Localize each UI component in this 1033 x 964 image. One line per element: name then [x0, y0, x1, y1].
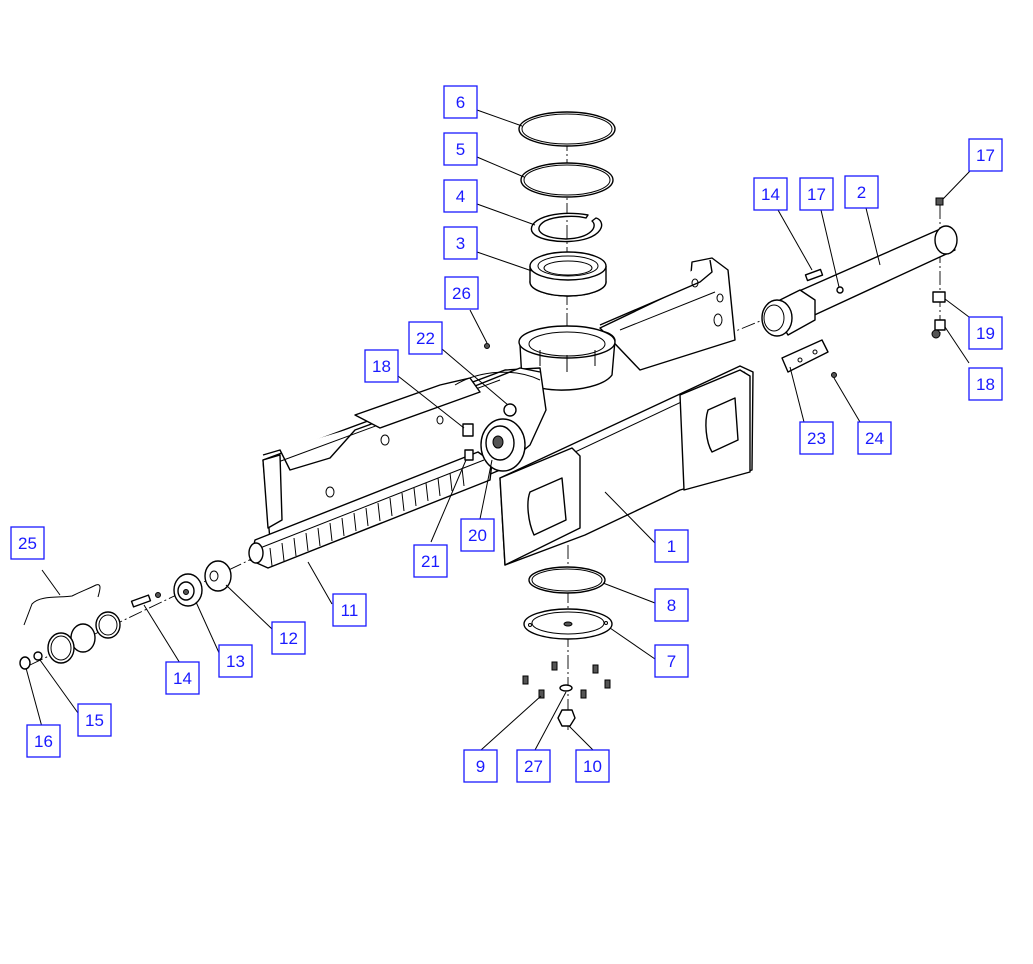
- callout-4-label: 4: [456, 187, 465, 206]
- bearing-3: [529, 251, 607, 297]
- callout-14-left: 14: [165, 661, 200, 695]
- bolt-14-left: [130, 592, 161, 608]
- callout-14-top-label: 14: [761, 185, 780, 204]
- seal-set-25: [47, 611, 121, 664]
- callout-9-label: 9: [476, 757, 485, 776]
- callout-6-label: 6: [456, 93, 465, 112]
- callout-24-label: 24: [865, 429, 884, 448]
- callout-17-right-label: 17: [976, 146, 995, 165]
- callout-12: 12: [271, 621, 306, 655]
- snap-ring-4: [530, 212, 603, 243]
- callout-7-label: 7: [667, 652, 676, 671]
- plug-17-right: [935, 197, 944, 206]
- callout-17-top-label: 17: [807, 185, 826, 204]
- callout-13: 13: [218, 644, 253, 678]
- callout-23: 23: [799, 421, 834, 455]
- tube-2: [761, 225, 958, 337]
- ring-16: [19, 656, 31, 670]
- ring-6: [518, 111, 616, 147]
- fitting-18-right: [931, 319, 946, 339]
- callout-19-label: 19: [976, 324, 995, 343]
- callout-6: 6: [443, 85, 478, 119]
- callout-27: 27: [516, 749, 551, 783]
- washer-27: [559, 684, 573, 692]
- callout-17-right: 17: [968, 138, 1003, 172]
- callout-14-left-label: 14: [173, 669, 192, 688]
- fitting-19: [932, 291, 946, 303]
- callout-7: 7: [654, 644, 689, 678]
- bracket-25: [23, 584, 101, 626]
- callout-23-label: 23: [807, 429, 826, 448]
- washer-15: [33, 651, 43, 661]
- fitting-18-left: [462, 423, 474, 461]
- callout-13-label: 13: [226, 652, 245, 671]
- bolts-9: [522, 661, 611, 699]
- callout-15-label: 15: [85, 711, 104, 730]
- callout-1: 1: [654, 529, 689, 563]
- callout-12-label: 12: [279, 629, 298, 648]
- disc-12: [204, 560, 232, 592]
- callout-16-label: 16: [34, 732, 53, 751]
- cover-7: [523, 608, 613, 640]
- ring-5: [520, 162, 614, 198]
- callout-18-left: 18: [364, 349, 399, 383]
- gear-13: [173, 573, 203, 607]
- rod-axis: [29, 554, 261, 666]
- callout-5: 5: [443, 132, 478, 166]
- callout-25-label: 25: [18, 534, 37, 553]
- leader-lines: [25, 109, 971, 751]
- rack-11: [248, 451, 493, 569]
- callout-4: 4: [443, 179, 478, 213]
- callout-21: 21: [413, 544, 448, 578]
- main-frame: [262, 257, 754, 566]
- callout-20-label: 20: [468, 526, 487, 545]
- callout-8-label: 8: [667, 596, 676, 615]
- callout-18-right: 18: [968, 367, 1003, 401]
- callout-22-label: 22: [416, 329, 435, 348]
- callout-2: 2: [844, 175, 879, 209]
- cover-plate-23: [781, 339, 829, 373]
- callout-18-right-label: 18: [976, 375, 995, 394]
- screw-24: [831, 372, 837, 378]
- callout-24: 24: [857, 421, 892, 455]
- callout-11: 11: [332, 593, 367, 627]
- callout-2-label: 2: [857, 183, 866, 202]
- callout-19: 19: [968, 316, 1003, 350]
- callout-10-label: 10: [583, 757, 602, 776]
- callout-5-label: 5: [456, 140, 465, 159]
- callout-15: 15: [77, 703, 112, 737]
- callout-21-label: 21: [421, 552, 440, 571]
- callout-11-label: 11: [341, 601, 359, 620]
- screw-26: [484, 343, 490, 349]
- pinion-housing-20: [480, 418, 526, 472]
- callout-8: 8: [654, 588, 689, 622]
- callout-14-top: 14: [753, 177, 788, 211]
- callout-20: 20: [460, 518, 495, 552]
- callout-16: 16: [26, 724, 61, 758]
- callout-3: 3: [443, 226, 478, 260]
- callout-27-label: 27: [524, 757, 543, 776]
- callout-3-label: 3: [456, 234, 465, 253]
- callout-25: 25: [10, 526, 45, 560]
- callout-10: 10: [575, 749, 610, 783]
- nut-10: [557, 709, 576, 727]
- callout-26: 26: [444, 276, 479, 310]
- o-ring-8: [528, 566, 606, 594]
- callout-9: 9: [463, 749, 498, 783]
- callout-26-label: 26: [452, 284, 471, 303]
- callout-22: 22: [408, 321, 443, 355]
- callout-18-left-label: 18: [372, 357, 391, 376]
- grease-nipple-22: [454, 371, 541, 417]
- callout-1-label: 1: [667, 537, 676, 556]
- callout-17-top: 17: [799, 177, 834, 211]
